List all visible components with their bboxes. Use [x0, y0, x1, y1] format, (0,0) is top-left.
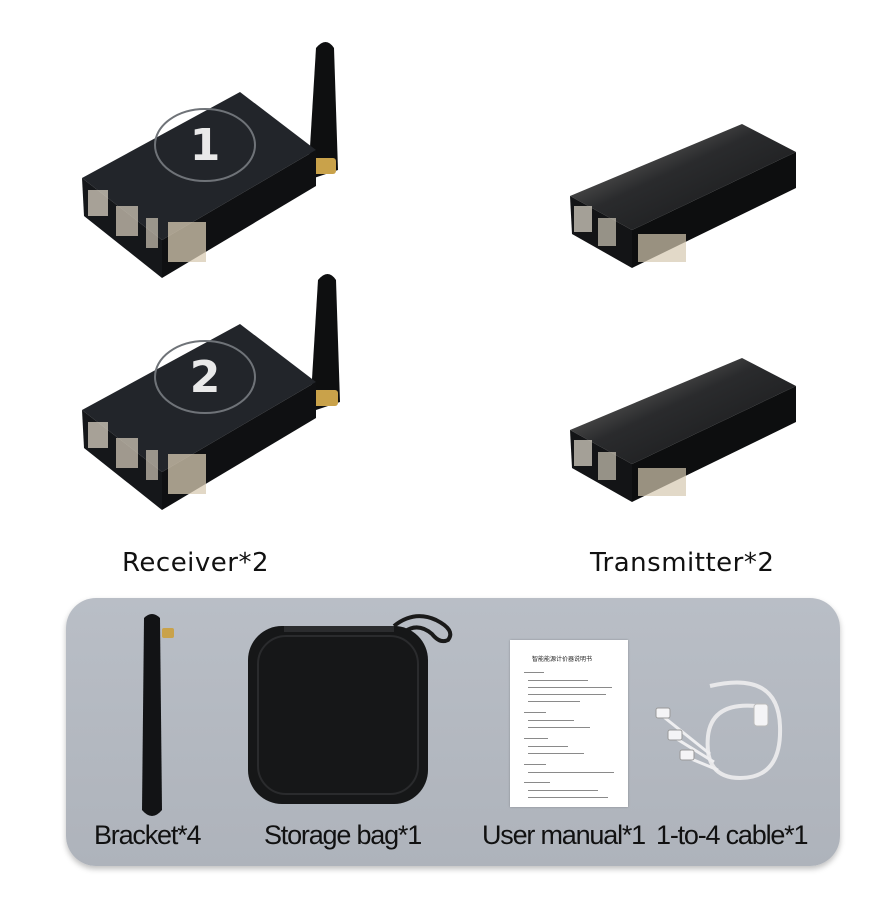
- user-manual-image: 智能能源计价器说明书: [510, 640, 628, 807]
- storage-bag-label: Storage bag*1: [264, 820, 422, 850]
- receiver-2-image: 2: [82, 274, 340, 510]
- user-manual-label: User manual*1: [482, 820, 646, 850]
- transmitter-1-image: [570, 124, 796, 268]
- receiver-1-number: 1: [190, 120, 221, 171]
- cable-image: [655, 680, 783, 781]
- receiver-caption: Receiver*2: [122, 548, 270, 578]
- receiver-1-image: 1: [82, 42, 338, 278]
- transmitter-caption: Transmitter*2: [590, 548, 775, 578]
- transmitter-2-image: [570, 358, 796, 502]
- manual-title: 智能能源计价器说明书: [532, 656, 593, 663]
- bracket-label: Bracket*4: [94, 820, 201, 850]
- storage-bag-image: [248, 614, 453, 804]
- cable-label: 1-to-4 cable*1: [656, 820, 809, 850]
- receiver-2-number: 2: [190, 352, 221, 403]
- accessories-panel: [66, 598, 840, 866]
- bracket-image: [142, 614, 174, 816]
